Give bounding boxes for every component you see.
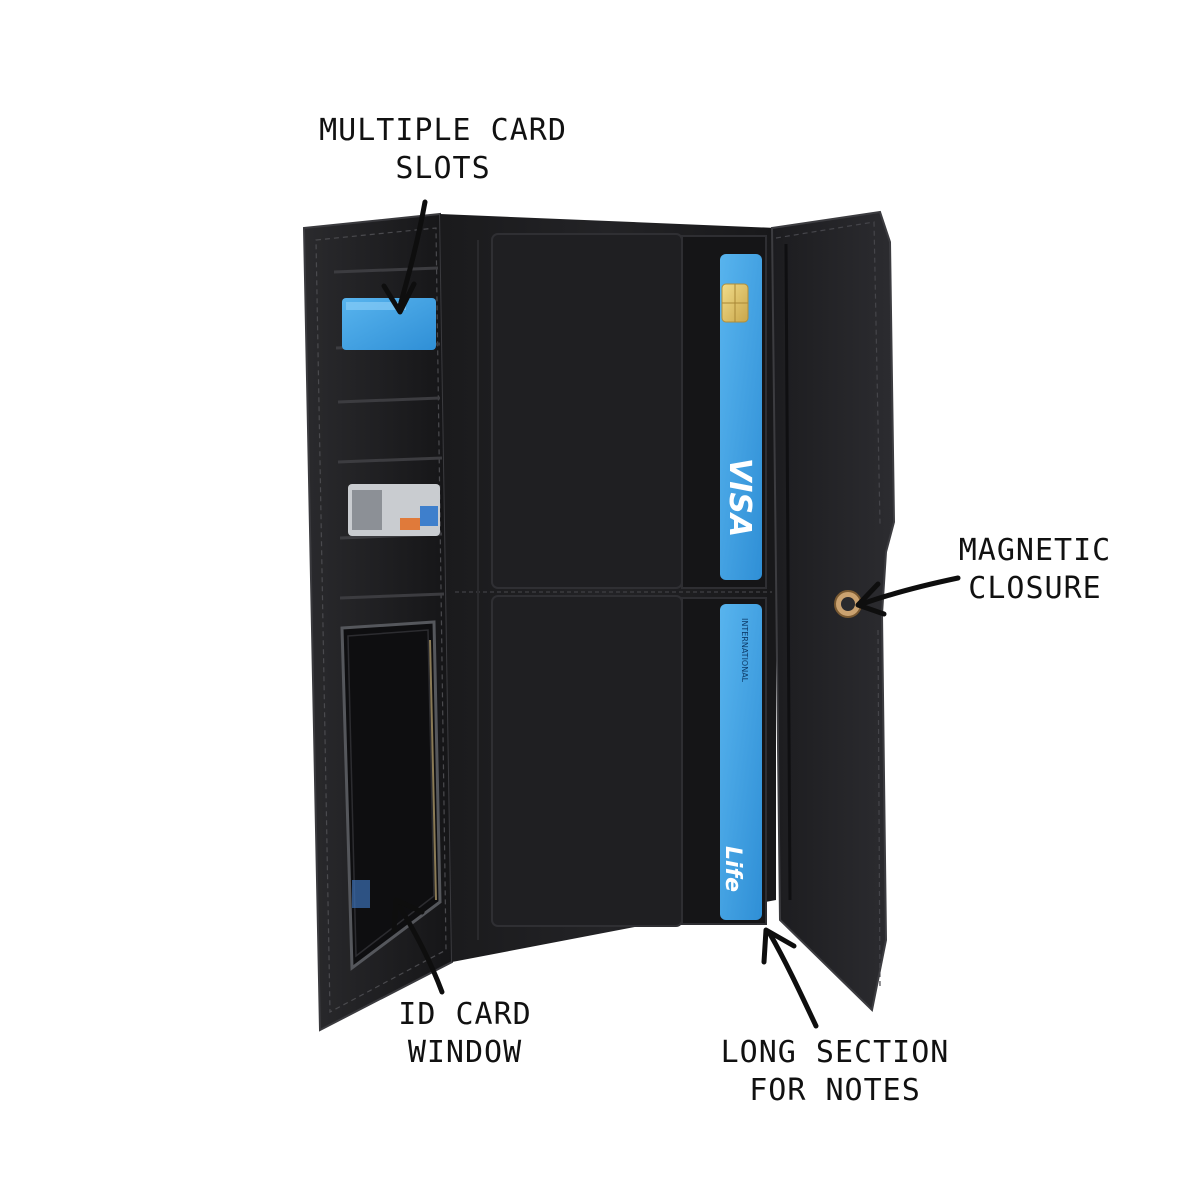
label-line: MULTIPLE CARD xyxy=(319,113,567,148)
card-in-slot-1 xyxy=(342,298,436,350)
label-multiple-card-slots: MULTIPLE CARD SLOTS xyxy=(318,112,568,188)
label-magnetic-closure: MAGNETIC CLOSURE xyxy=(940,532,1130,608)
magnetic-snap xyxy=(834,590,862,618)
id-card-window xyxy=(340,620,442,971)
arrow-id-window xyxy=(391,897,445,995)
arrow-notes-section xyxy=(761,927,819,1029)
label-line: ID CARD xyxy=(398,997,532,1032)
label-long-section-notes: LONG SECTION FOR NOTES xyxy=(720,1034,950,1110)
life-logo: Life xyxy=(720,846,745,892)
label-line: MAGNETIC xyxy=(958,533,1112,568)
left-panel xyxy=(302,212,454,1032)
right-flap xyxy=(770,210,896,1013)
label-line: CLOSURE xyxy=(968,571,1102,606)
visa-card: VISA xyxy=(720,254,762,580)
label-id-card-window: ID CARD WINDOW xyxy=(380,996,550,1072)
visa-logo: VISA xyxy=(722,458,757,537)
arrow-card-slots xyxy=(381,199,428,315)
card-in-slot-2 xyxy=(348,484,440,536)
label-line: LONG SECTION xyxy=(720,1035,950,1070)
international-card: INTERNATIONAL Life xyxy=(720,604,762,920)
label-line: WINDOW xyxy=(407,1035,523,1070)
arrow-magnetic-closure xyxy=(855,575,961,617)
label-line: FOR NOTES xyxy=(749,1073,921,1108)
international-text: INTERNATIONAL xyxy=(740,618,749,683)
label-line: SLOTS xyxy=(395,151,491,186)
